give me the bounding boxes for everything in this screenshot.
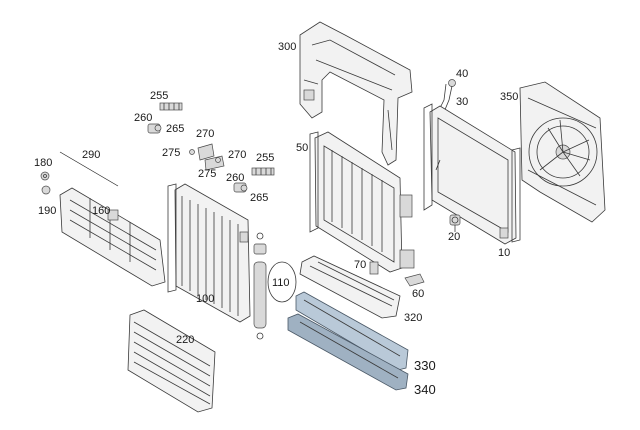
label-260a: 260 [134,112,152,124]
label-70: 70 [354,259,366,271]
clip-255-icon[interactable] [159,102,183,111]
label-160: 160 [92,205,110,217]
leader-lines [59,151,456,232]
label-290: 290 [82,149,100,161]
bracket-270-icon[interactable] [189,143,215,161]
air-guide-grille-icon[interactable] [59,187,166,287]
label-100: 100 [196,293,214,305]
label-275a: 275 [162,147,180,159]
label-260b: 260 [226,172,244,184]
radiator-icon[interactable] [423,103,521,245]
label-270b: 270 [228,149,246,161]
bracket-60-icon[interactable] [404,273,425,287]
label-330: 330 [414,358,436,373]
air-guide-lower-icon[interactable] [299,255,401,319]
label-255a: 255 [150,90,168,102]
label-255b: 255 [256,152,274,164]
label-50: 50 [296,142,308,154]
label-220: 220 [176,334,194,346]
label-275b: 275 [198,168,216,180]
bracket-275-icon[interactable] [204,155,225,171]
label-190: 190 [38,205,56,217]
label-110: 110 [272,277,290,289]
clip-255b-icon[interactable] [251,167,275,176]
clip-20-icon[interactable] [449,214,461,226]
sensor-70-icon[interactable] [369,261,379,275]
label-30: 30 [456,96,468,108]
label-340: 340 [414,382,436,397]
label-300: 300 [278,41,296,53]
receiver-dryer-icon[interactable] [253,232,297,340]
fan-shroud-icon[interactable] [519,81,606,223]
air-duct-icon[interactable] [295,291,409,371]
label-180: 180 [34,157,52,169]
screw-190-icon[interactable] [41,185,51,195]
label-10: 10 [498,247,510,259]
nut-180-icon[interactable] [40,171,50,181]
condenser-icon[interactable] [167,183,251,323]
clip-260-icon[interactable] [147,123,162,134]
label-60: 60 [412,288,424,300]
label-265a: 265 [166,123,184,135]
condenser-frame-icon[interactable] [309,131,415,273]
label-265b: 265 [250,192,268,204]
label-320: 320 [404,312,422,324]
clip-260b-icon[interactable] [233,182,248,193]
radiator-frame-icon[interactable] [299,21,413,166]
label-350: 350 [500,91,518,103]
label-20: 20 [448,231,460,243]
louver-grille-icon[interactable] [127,309,216,413]
label-270a: 270 [196,128,214,140]
air-duct-lower-icon[interactable] [287,313,409,391]
label-40: 40 [456,68,468,80]
